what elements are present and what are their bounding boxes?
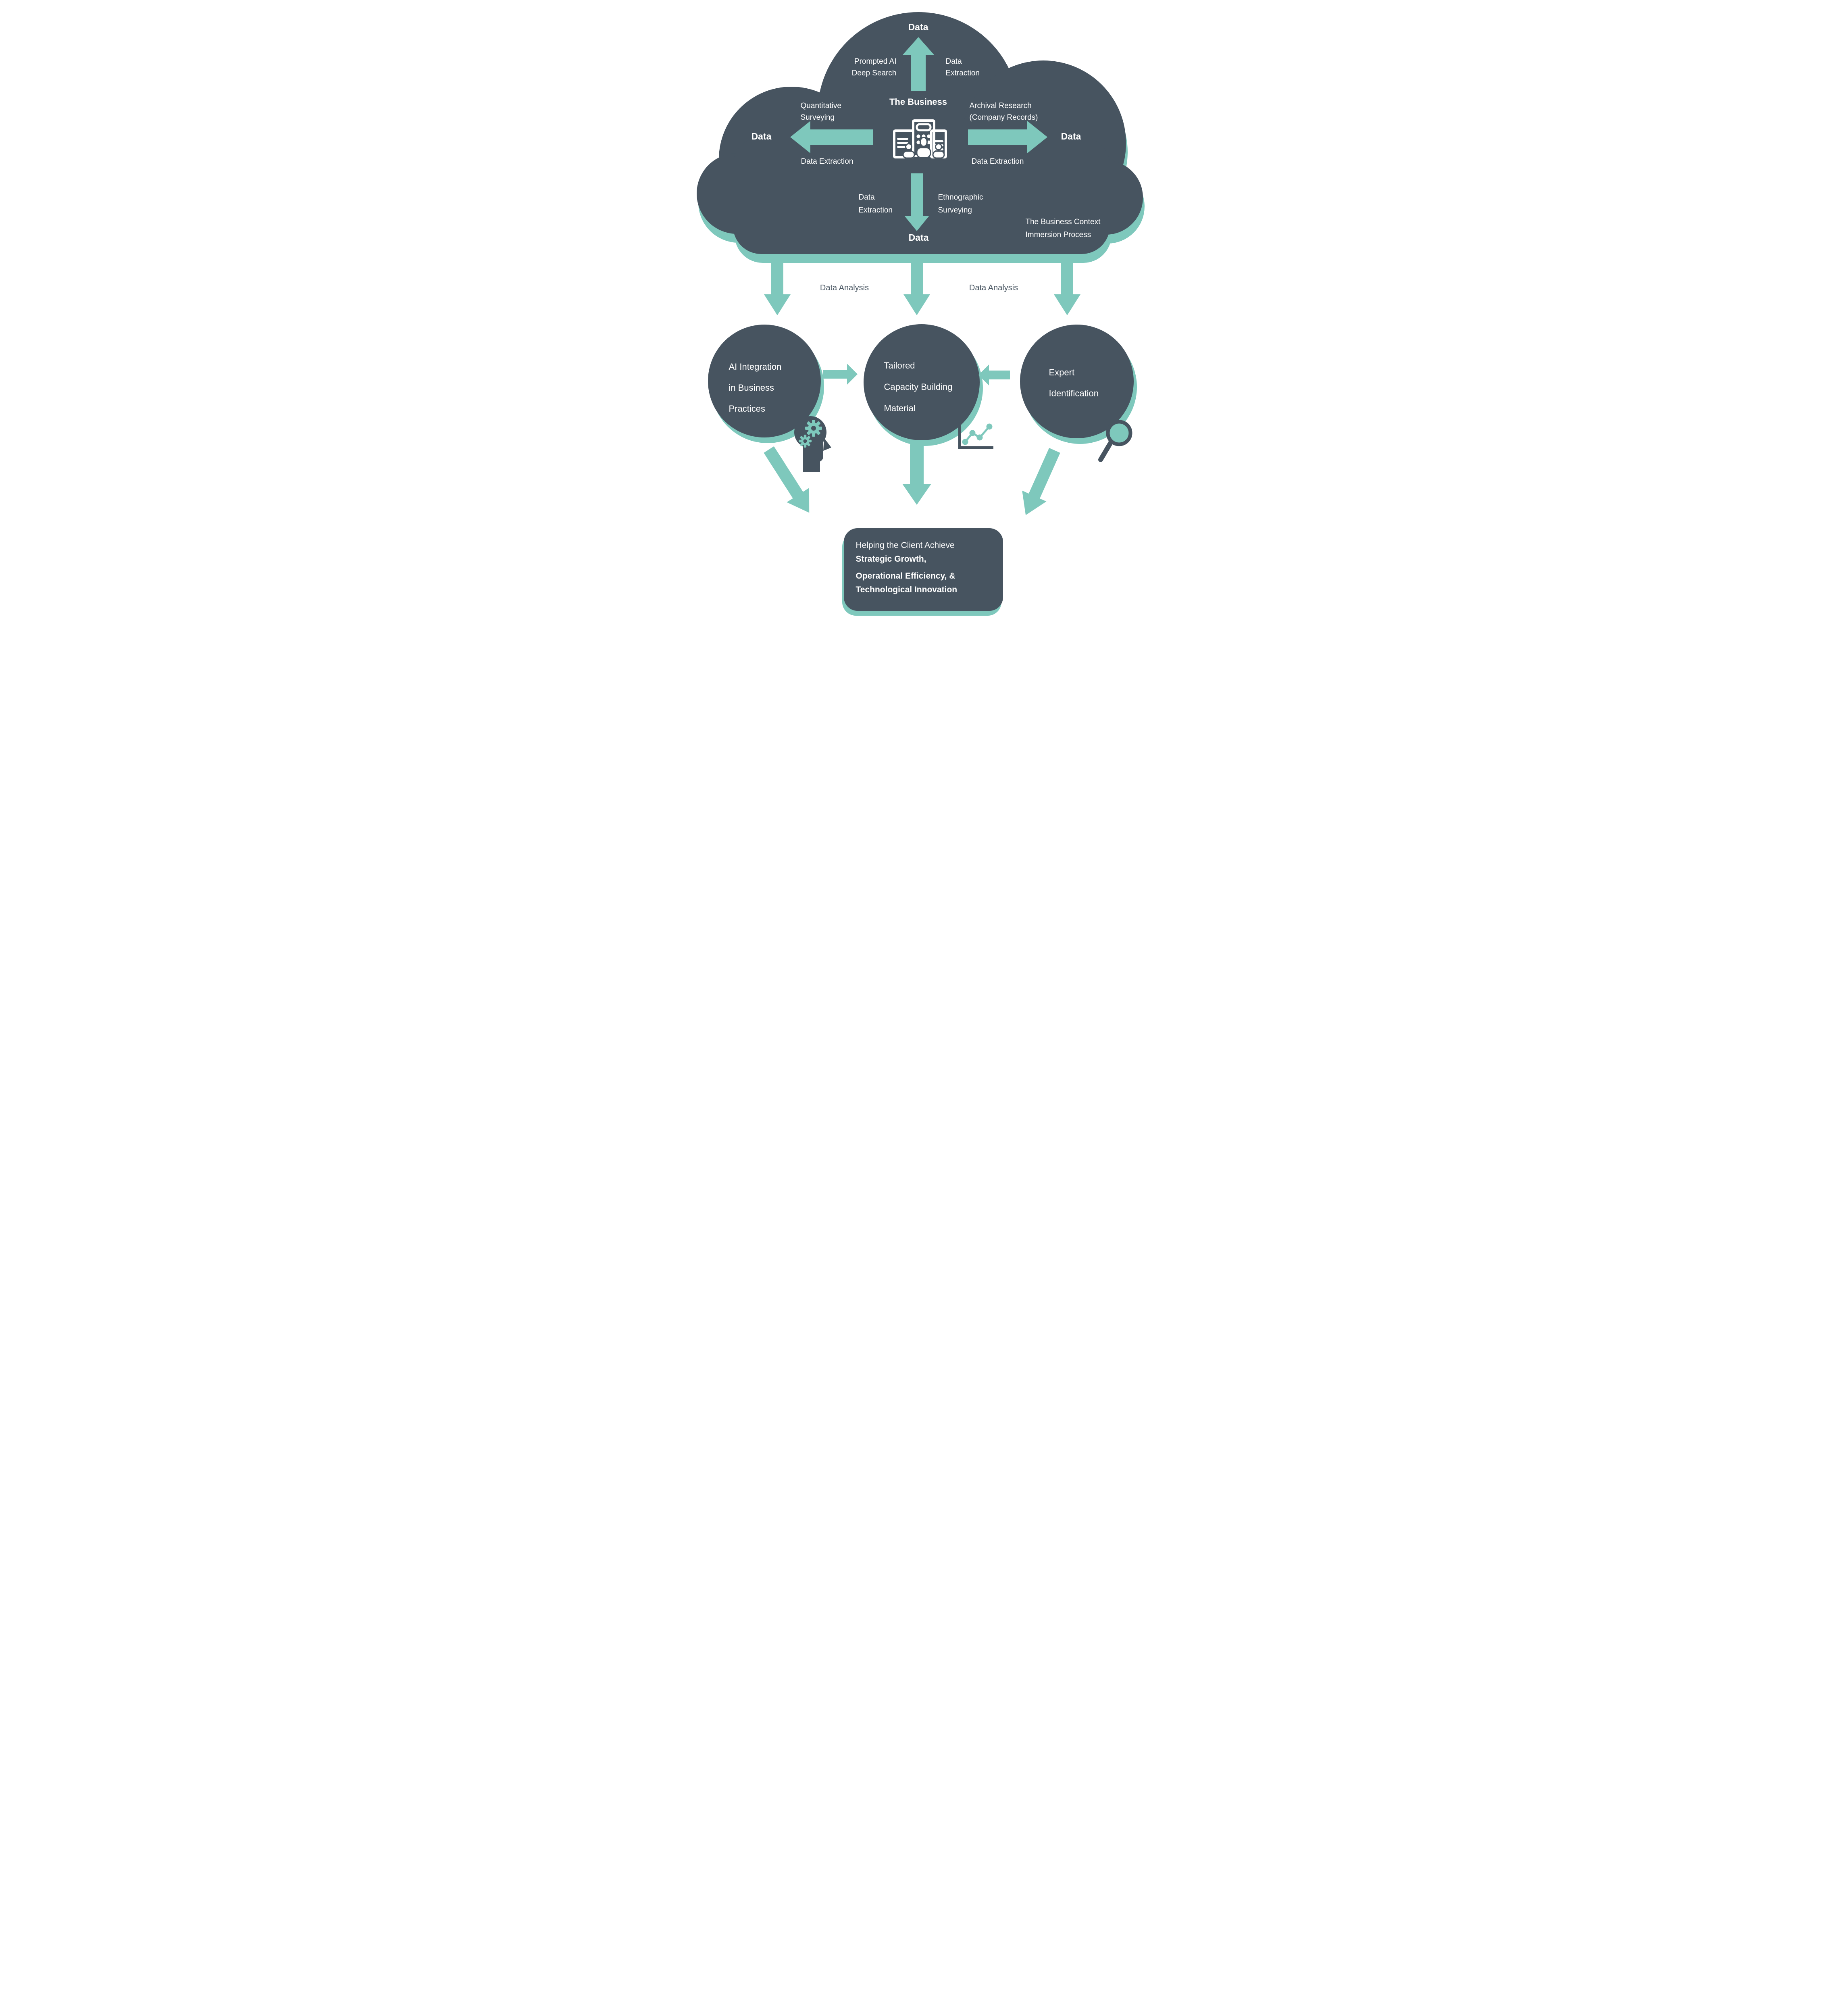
arrow-cloud-to-capacity-icon — [903, 261, 930, 315]
result-line3: Operational Efficiency, & — [856, 571, 955, 581]
extraction-top-line2: Extraction — [945, 69, 980, 77]
data-analysis-right: Data Analysis — [969, 283, 1018, 292]
result-line4: Technological Innovation — [856, 585, 958, 594]
method-ethnographic-line2: Surveying — [938, 206, 972, 215]
method-prompted-ai: Prompted AI Deep Search — [852, 56, 897, 79]
cloud-caption: The Business Context Immersion Process — [1026, 216, 1101, 242]
result-box — [843, 528, 1003, 611]
arrow-down-icon — [904, 173, 929, 231]
data-label-left: Data — [751, 131, 772, 142]
result-line2: Strategic Growth, — [856, 554, 926, 564]
cloud-caption-line2: Immersion Process — [1025, 231, 1091, 239]
data-analysis-left: Data Analysis — [820, 283, 869, 292]
magnifier-icon — [1098, 420, 1132, 462]
arrow-expert-to-result-icon — [1022, 448, 1060, 515]
circle-expert-identification — [1020, 325, 1134, 438]
method-archival-line2: (Company Records) — [969, 113, 1038, 122]
extraction-bottom: Data Extraction — [859, 191, 893, 217]
method-prompted-ai-line1: Prompted AI — [854, 57, 897, 66]
expert-identification-label: Expert Identification — [1049, 362, 1099, 404]
extraction-right: Data Extraction — [971, 157, 1024, 166]
method-archival-line1: Archival Research — [969, 102, 1032, 110]
arrow-right-icon — [968, 121, 1047, 153]
ai-integration-line2: in Business — [729, 383, 774, 393]
data-label-bottom: Data — [908, 232, 929, 243]
circle-capacity-building — [863, 324, 980, 440]
method-prompted-ai-line2: Deep Search — [851, 69, 897, 77]
arrow-cloud-to-expert-icon — [1053, 261, 1080, 315]
ai-integration-label: AI Integration in Business Practices — [729, 356, 782, 419]
expert-identification-line2: Identification — [1049, 388, 1099, 398]
arrow-expert-to-capacity-icon — [978, 364, 1010, 385]
result-line1: Helping the Client Achieve — [856, 541, 955, 550]
expert-identification-line1: Expert — [1049, 367, 1075, 377]
method-quantitative: Quantitative Surveying — [801, 100, 841, 123]
extraction-top-line1: Data — [945, 57, 962, 66]
result-box-label: Helping the Client Achieve Strategic Gro… — [856, 539, 958, 597]
arrow-left-icon — [790, 121, 873, 153]
capacity-building-line3: Material — [884, 403, 916, 413]
arrow-up-icon — [902, 37, 934, 91]
extraction-left: Data Extraction — [801, 157, 853, 166]
method-ethnographic-line1: Ethnographic — [938, 193, 983, 202]
ai-integration-line3: Practices — [729, 404, 765, 414]
extraction-top: Data Extraction — [946, 56, 980, 79]
arrow-capacity-to-result-icon — [902, 444, 931, 505]
arrow-cloud-to-ai-icon — [764, 261, 791, 315]
method-quantitative-line2: Surveying — [800, 113, 835, 122]
method-quantitative-line1: Quantitative — [800, 102, 841, 110]
diagram-graphics — [696, 12, 1145, 616]
extraction-bottom-line2: Extraction — [858, 206, 893, 215]
extraction-bottom-line1: Data — [858, 193, 875, 202]
arrow-ai-to-result-icon — [763, 446, 809, 513]
method-archival: Archival Research (Company Records) — [970, 100, 1038, 123]
head-gears-icon — [794, 416, 831, 472]
capacity-building-label: Tailored Capacity Building Material — [884, 355, 953, 419]
method-ethnographic: Ethnographic Surveying — [938, 191, 983, 217]
arrow-ai-to-capacity-icon — [822, 364, 858, 385]
line-chart-icon — [958, 419, 993, 449]
business-buildings-people-icon — [893, 119, 947, 159]
cloud-shape — [696, 12, 1143, 254]
ai-integration-line1: AI Integration — [729, 362, 782, 372]
circle-ai-integration — [708, 325, 821, 437]
diagram-canvas: Data Prompted AI Deep Search Data Extrac… — [688, 0, 1148, 626]
business-title: The Business — [889, 97, 947, 107]
capacity-building-line1: Tailored — [884, 360, 915, 371]
capacity-building-line2: Capacity Building — [884, 382, 953, 392]
data-label-top: Data — [908, 22, 928, 32]
cloud-caption-line1: The Business Context — [1025, 218, 1101, 226]
data-label-right: Data — [1061, 131, 1081, 142]
